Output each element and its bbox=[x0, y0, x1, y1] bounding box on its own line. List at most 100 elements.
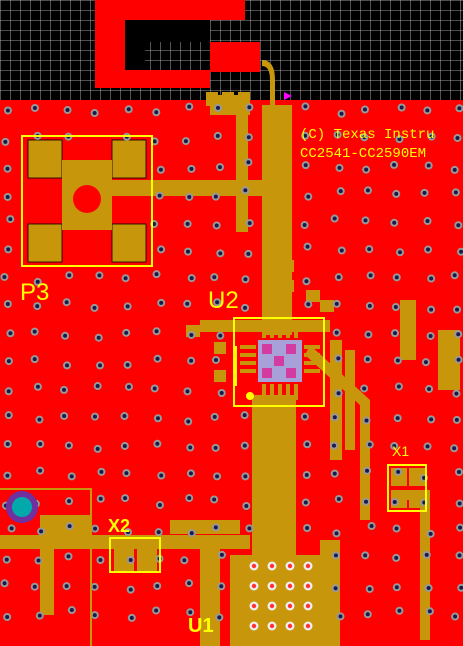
via-drill bbox=[243, 305, 248, 310]
via-drill bbox=[154, 272, 159, 277]
via-drill bbox=[213, 194, 218, 199]
via-drill bbox=[426, 247, 431, 252]
via-drill bbox=[6, 359, 11, 364]
via-drill bbox=[2, 581, 7, 586]
via-drill bbox=[425, 444, 430, 449]
via-drill bbox=[362, 135, 367, 140]
via-drill bbox=[367, 303, 372, 308]
via-drill bbox=[213, 357, 218, 362]
via-drill bbox=[457, 106, 462, 111]
via-drill bbox=[394, 555, 399, 560]
via-drill bbox=[5, 166, 10, 171]
via-drill bbox=[456, 332, 461, 337]
via-drill bbox=[62, 413, 67, 418]
via-drill bbox=[189, 276, 194, 281]
via-drill bbox=[394, 585, 399, 590]
via-drill bbox=[365, 612, 370, 617]
via-drill bbox=[428, 333, 433, 338]
via-drill bbox=[35, 304, 40, 309]
via-drill bbox=[96, 335, 101, 340]
via-drill bbox=[303, 133, 308, 138]
via-drill bbox=[306, 302, 311, 307]
via-drill bbox=[37, 613, 42, 618]
via-drill bbox=[92, 613, 97, 618]
board-outline-segment-v bbox=[90, 488, 92, 646]
via-drill bbox=[362, 386, 367, 391]
via-drill bbox=[185, 301, 190, 306]
via-drill bbox=[38, 442, 43, 447]
via-drill bbox=[65, 108, 70, 113]
thermal-via-drill bbox=[269, 563, 275, 569]
via-drill bbox=[123, 276, 128, 281]
via-drill bbox=[156, 530, 161, 535]
u2-pins bbox=[240, 322, 320, 400]
via-drill bbox=[363, 218, 368, 223]
via-drill bbox=[393, 305, 398, 310]
via-drill bbox=[394, 526, 399, 531]
via-drill bbox=[369, 524, 374, 529]
via-drill bbox=[399, 105, 404, 110]
via-drill bbox=[392, 443, 397, 448]
via-drill bbox=[336, 391, 341, 396]
via-drill bbox=[126, 384, 131, 389]
via-drill bbox=[365, 357, 370, 362]
via-drill bbox=[455, 307, 460, 312]
via-drill bbox=[63, 333, 68, 338]
via-drill bbox=[159, 473, 164, 478]
via-drill bbox=[456, 357, 461, 362]
via-drill bbox=[5, 108, 10, 113]
designator-x2: X2 bbox=[108, 516, 130, 536]
via-drill bbox=[457, 553, 462, 558]
via-drill bbox=[67, 499, 72, 504]
via-drill bbox=[332, 216, 337, 221]
via-drill bbox=[67, 273, 72, 278]
via-drill bbox=[247, 105, 252, 110]
via-drill bbox=[332, 443, 337, 448]
via-drill bbox=[125, 362, 130, 367]
u1-thermal-vias bbox=[249, 561, 313, 631]
via-drill bbox=[429, 276, 434, 281]
via-drill bbox=[64, 584, 69, 589]
via-drill bbox=[39, 529, 44, 534]
via-drill bbox=[452, 273, 457, 278]
via-drill bbox=[426, 586, 431, 591]
via-drill bbox=[429, 134, 434, 139]
via-drill bbox=[32, 105, 37, 110]
via-drill bbox=[4, 557, 9, 562]
via-drill bbox=[306, 194, 311, 199]
via-drill bbox=[219, 390, 224, 395]
via-drill bbox=[185, 389, 190, 394]
via-drill bbox=[6, 247, 11, 252]
via-drill bbox=[218, 251, 223, 256]
via-drill bbox=[125, 304, 130, 309]
via-drill bbox=[36, 558, 41, 563]
via-drill bbox=[337, 165, 342, 170]
via-drill bbox=[155, 356, 160, 361]
via-drill bbox=[242, 413, 247, 418]
via-drill bbox=[305, 244, 310, 249]
via-drill bbox=[3, 139, 8, 144]
via-drill bbox=[129, 615, 134, 620]
via-drill bbox=[366, 332, 371, 337]
via-drill bbox=[335, 132, 340, 137]
via-drill bbox=[427, 609, 432, 614]
via-drill bbox=[217, 615, 222, 620]
via-drill bbox=[244, 503, 249, 508]
via-drill bbox=[98, 363, 103, 368]
u1-center-pad bbox=[246, 558, 326, 646]
u2-qfn-pad bbox=[258, 340, 302, 382]
silkscreen-outlines bbox=[21, 135, 427, 573]
via-drill bbox=[128, 557, 133, 562]
drc-marker bbox=[284, 92, 292, 100]
via-drill bbox=[5, 473, 10, 478]
via-drill bbox=[338, 614, 343, 619]
via-drill bbox=[218, 333, 223, 338]
via-drill bbox=[159, 300, 164, 305]
via-drill bbox=[338, 189, 343, 194]
via-drill bbox=[334, 531, 339, 536]
via-drill bbox=[217, 165, 222, 170]
via-drill bbox=[246, 251, 251, 256]
via-drill bbox=[92, 584, 97, 589]
via-drill bbox=[336, 356, 341, 361]
via-drill bbox=[215, 133, 220, 138]
